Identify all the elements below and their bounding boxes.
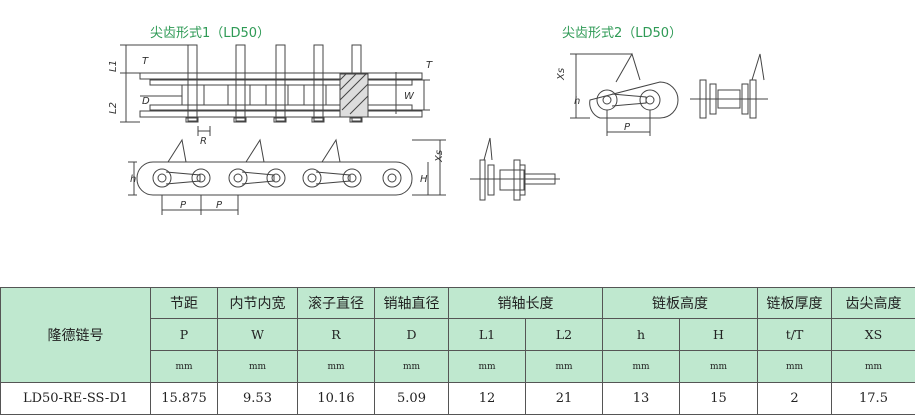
dim-label-T: T: [142, 56, 149, 67]
figure-title-form2: 尖齿形式2（LD50）: [562, 26, 683, 41]
symbol-cell: H: [679, 318, 758, 351]
dim-label-h: h: [130, 174, 136, 185]
value-cell: 12: [448, 382, 526, 415]
dim-label-h-form2: h: [574, 96, 580, 107]
header-inner-width: 内节内宽: [217, 287, 298, 319]
symbol-cell: P: [150, 318, 218, 351]
symbol-cell: D: [374, 318, 449, 351]
symbol-cell: W: [217, 318, 298, 351]
chain-side-view-form2: [570, 52, 679, 136]
symbol-cell: t/T: [757, 318, 832, 351]
chain-side-view: [128, 138, 446, 215]
dim-label-D: D: [142, 96, 150, 107]
unit-cell: mm: [679, 350, 758, 383]
dim-label-Xs: Xs: [434, 150, 445, 163]
header-plate-height: 链板高度: [602, 287, 758, 319]
value-cell: 9.53: [217, 382, 298, 415]
dim-label-L1: L1: [108, 60, 119, 72]
header-roller-diameter: 滚子直径: [297, 287, 375, 319]
dim-label-W: W: [404, 91, 415, 102]
spec-table: 隆德链号 节距 内节内宽 滚子直径 销轴直径 销轴长度 链板高度 链板厚度 齿尖…: [0, 287, 915, 415]
technical-drawing: 尖齿形式1（LD50） 尖齿形式2（LD50）: [108, 26, 768, 215]
unit-cell: mm: [525, 350, 603, 383]
unit-cell: mm: [602, 350, 680, 383]
value-cell: 15: [679, 382, 758, 415]
value-cell: 17.5: [831, 382, 915, 415]
unit-cell: mm: [217, 350, 298, 383]
chain-top-view: [120, 44, 430, 136]
header-model: 隆德链号: [0, 287, 151, 383]
dim-label-L2: L2: [108, 102, 119, 114]
dim-label-T2: T: [426, 60, 433, 71]
value-cell: 13: [602, 382, 680, 415]
dim-label-P2: P: [216, 200, 223, 211]
dim-label-H: H: [420, 174, 428, 185]
header-pin-length: 销轴长度: [448, 287, 603, 319]
unit-cell: mm: [448, 350, 526, 383]
value-cell: 21: [525, 382, 603, 415]
dim-label-P1: P: [180, 200, 187, 211]
unit-cell: mm: [297, 350, 375, 383]
dim-label-R: R: [200, 136, 207, 147]
header-pin-diameter: 销轴直径: [374, 287, 449, 319]
dim-label-P-form2: P: [624, 122, 631, 133]
symbol-cell: h: [602, 318, 680, 351]
table-row: LD50-RE-SS-D1 15.875 9.53 10.16 5.09 12 …: [0, 382, 915, 415]
model-cell: LD50-RE-SS-D1: [0, 382, 151, 415]
symbol-cell: XS: [831, 318, 915, 351]
chain-drawing-svg: L1 L2 T D R W T h H Xs P P Xs h P: [108, 44, 768, 215]
chain-end-view: [470, 137, 560, 201]
symbol-cell: R: [297, 318, 375, 351]
unit-cell: mm: [150, 350, 218, 383]
value-cell: 10.16: [297, 382, 375, 415]
dim-label-Xs-form2: Xs: [556, 68, 567, 81]
unit-cell: mm: [374, 350, 449, 383]
unit-cell: mm: [831, 350, 915, 383]
header-pitch: 节距: [150, 287, 218, 319]
symbol-cell: L1: [448, 318, 526, 351]
value-cell: 5.09: [374, 382, 449, 415]
chain-end-view-form2: [690, 53, 768, 119]
header-plate-thickness: 链板厚度: [757, 287, 832, 319]
value-cell: 15.875: [150, 382, 218, 415]
unit-cell: mm: [757, 350, 832, 383]
figure-title-form1: 尖齿形式1（LD50）: [150, 26, 271, 41]
header-tooth-height: 齿尖高度: [831, 287, 915, 319]
symbol-cell: L2: [525, 318, 603, 351]
value-cell: 2: [757, 382, 832, 415]
